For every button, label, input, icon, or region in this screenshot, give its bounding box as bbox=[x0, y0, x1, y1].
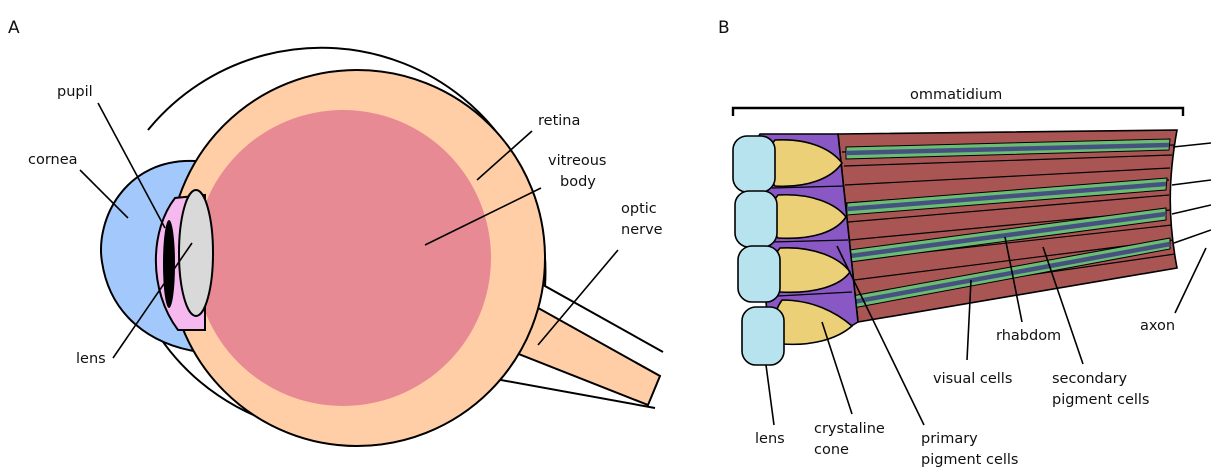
vitreous-body bbox=[195, 110, 491, 406]
facet-lens bbox=[735, 191, 777, 247]
label-secondary-line2: pigment cells bbox=[1052, 392, 1149, 408]
panel-b-label: B bbox=[718, 18, 730, 38]
label-rhabdom: rhabdom bbox=[996, 328, 1061, 344]
facet-lens bbox=[733, 136, 775, 192]
label-ommatidium: ommatidium bbox=[910, 87, 1002, 103]
vertebrate-eye: pupil cornea lens retina vitreous body o… bbox=[28, 25, 663, 446]
label-cone-line1: crystaline bbox=[814, 421, 885, 437]
label-pupil: pupil bbox=[57, 84, 93, 100]
label-vitreous-line1: vitreous bbox=[548, 153, 606, 169]
label-cornea: cornea bbox=[28, 152, 78, 168]
eye-lens bbox=[179, 190, 213, 316]
label-ommatidium-lens: lens bbox=[755, 431, 785, 447]
axons bbox=[1172, 143, 1211, 243]
facet-lens bbox=[742, 307, 784, 365]
leader-axon bbox=[1175, 248, 1206, 313]
ommatidium-bracket bbox=[733, 108, 1183, 116]
label-visual-cells: visual cells bbox=[933, 371, 1012, 387]
facet-lens bbox=[738, 246, 780, 302]
label-optic-line2: nerve bbox=[621, 222, 663, 238]
label-axon: axon bbox=[1140, 318, 1175, 334]
label-optic-line1: optic bbox=[621, 201, 657, 217]
label-secondary-line1: secondary bbox=[1052, 371, 1128, 387]
label-primary-line1: primary bbox=[921, 431, 978, 447]
label-cone-line2: cone bbox=[814, 442, 849, 458]
label-primary-line2: pigment cells bbox=[921, 452, 1018, 468]
label-retina: retina bbox=[538, 113, 580, 129]
label-vitreous-line2: body bbox=[560, 174, 596, 190]
label-eye-lens: lens bbox=[76, 351, 106, 367]
leader-ommatidium-lens bbox=[766, 365, 774, 425]
ommatidium-diagram: ommatidium bbox=[733, 87, 1211, 468]
panel-a-label: A bbox=[8, 18, 20, 38]
pupil bbox=[163, 220, 175, 308]
